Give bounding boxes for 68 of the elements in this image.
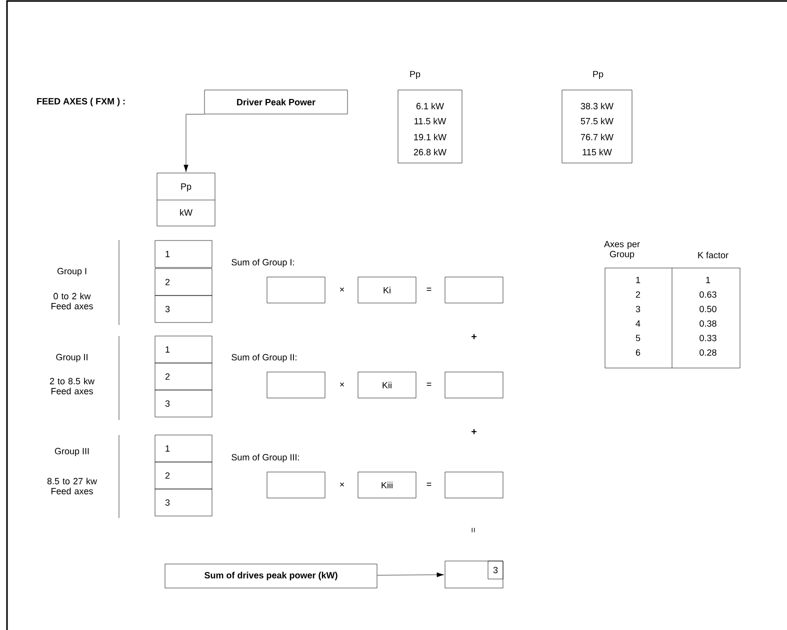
table-cell: 6.1 kW (416, 102, 444, 110)
column-header: Pp (593, 70, 604, 80)
unit-box: Pp kW (156, 172, 216, 226)
range-label: 0 to 2 kw Feed axes (51, 292, 93, 310)
axis-cell: 2 (154, 268, 212, 296)
title: FEED AXES ( FXM ) : (37, 98, 125, 106)
operator-sign: = (426, 382, 432, 386)
axis-cell: 3 (154, 390, 212, 418)
arrow (184, 114, 204, 172)
axis-cell: 3 (154, 488, 212, 516)
axis-cell: 1 (154, 434, 212, 462)
operator-sign: × (340, 482, 344, 487)
sum-label: Sum of Group I: (232, 258, 294, 268)
axis-cell: 1 (154, 240, 212, 268)
sum-label: Sum of Group III: (232, 454, 299, 462)
range-label: 2 to 8.5 kw Feed axes (50, 378, 95, 394)
table-cell: 0.28 (700, 349, 716, 356)
group-label: Group III (54, 448, 89, 456)
table-cell: 1 (706, 276, 710, 284)
operator-sign: = (426, 288, 432, 291)
result-box (444, 560, 504, 588)
input-box (266, 472, 326, 498)
column-header: Pp (410, 70, 420, 80)
factor-box: Ki (358, 276, 416, 304)
sum-label: Sum of Group II: (232, 354, 296, 362)
table-cell: 5 (636, 334, 640, 342)
group-label: Group I (57, 268, 86, 276)
table-cell: 57.5 kW (580, 118, 614, 124)
axis-cell: 3 (154, 295, 212, 323)
table-cell: 2 (636, 291, 640, 298)
table-cell: 38.3 kW (580, 102, 614, 110)
table-cell: 4 (636, 320, 640, 327)
axis-cell: 2 (154, 362, 212, 390)
table-cell: 1 (636, 276, 640, 284)
table-cell: 26.8 kW (414, 148, 446, 156)
table-cell: 76.7 kW (580, 134, 614, 140)
table-cell: 11.5 kW (414, 118, 446, 124)
index-box: 3 (488, 560, 504, 580)
column-header: Axes per Group (604, 240, 640, 260)
operator-sign: × (340, 382, 344, 387)
table-cell: 3 (636, 306, 640, 312)
operator-sign: × (340, 288, 344, 292)
result-box (444, 372, 504, 398)
operator-sign: = (426, 482, 432, 486)
operator-sign: + (472, 429, 477, 434)
input-box (266, 276, 326, 304)
operator-sign: = (472, 528, 475, 532)
operator-sign: + (472, 334, 477, 340)
result-box (444, 472, 504, 498)
group-label: Group II (56, 354, 88, 362)
table-cell: 6 (636, 349, 640, 356)
table-cell: 0.38 (700, 320, 716, 327)
label-box: Sum of drives peak power (kW) (164, 564, 378, 588)
table-cell: 19.1 kW (414, 134, 446, 140)
table-cell: 0.63 (700, 291, 716, 298)
factor-box: Kiii (358, 472, 416, 498)
axis-cell: 1 (154, 336, 212, 364)
label-box: Driver Peak Power (204, 90, 348, 114)
column-header: K factor (698, 252, 728, 258)
input-box (266, 372, 326, 398)
arrow (377, 572, 444, 578)
table-cell: 0.50 (700, 306, 716, 312)
factor-box: Kii (358, 372, 416, 398)
result-box (444, 276, 504, 304)
table-cell: 0.33 (700, 334, 716, 342)
table-cell: 115 kW (582, 148, 612, 156)
range-label: 8.5 to 27 kw Feed axes (47, 478, 98, 494)
axis-cell: 2 (154, 462, 212, 490)
